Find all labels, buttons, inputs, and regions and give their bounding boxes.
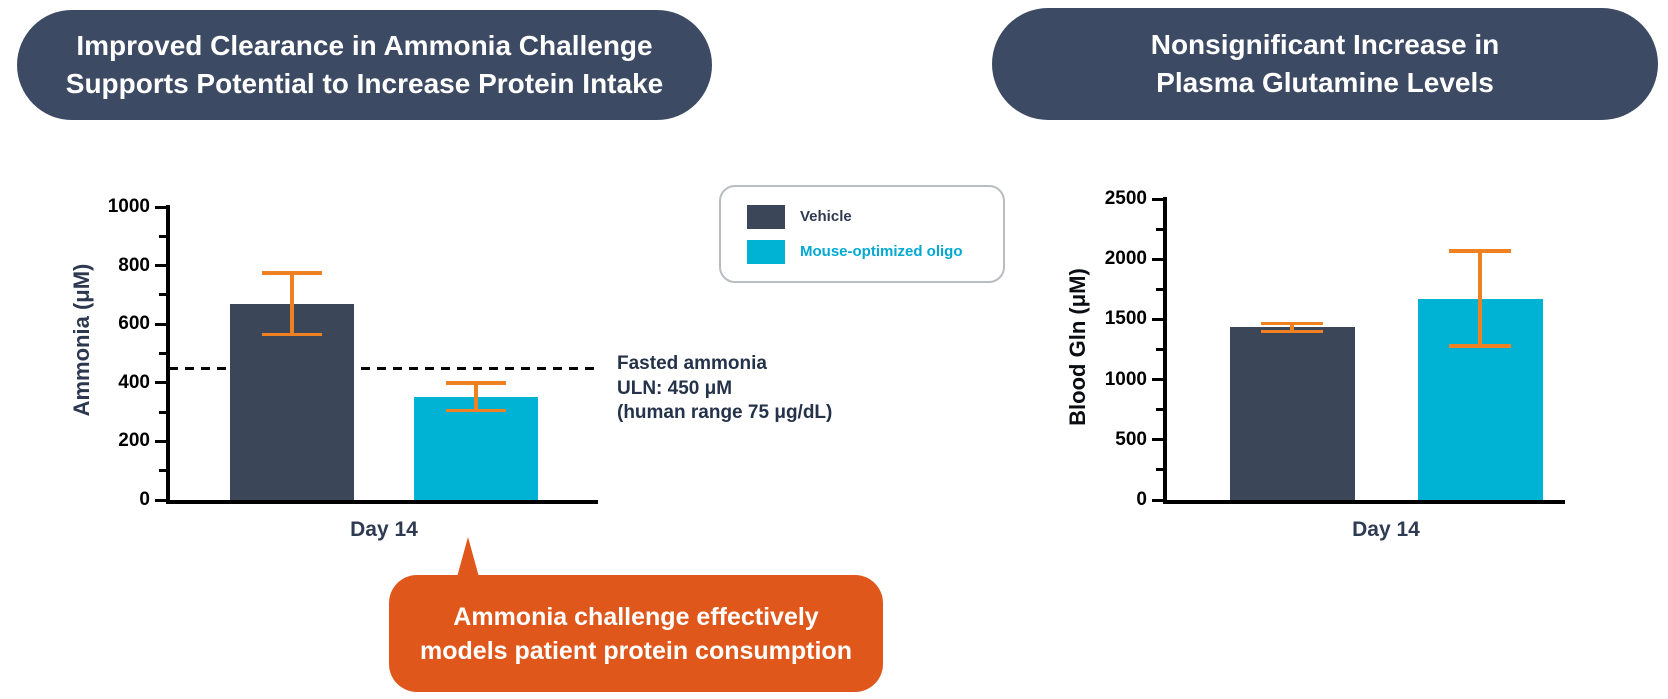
x-axis-line (166, 500, 598, 504)
y-minor-tick (1156, 468, 1163, 472)
uln-annotation: Fasted ammonia ULN: 450 μM (human range … (617, 352, 832, 426)
uln-annotation-line-1: Fasted ammonia (617, 353, 767, 374)
y-tick (155, 322, 166, 326)
y-minor-tick (1156, 408, 1163, 412)
error-bar-cap-top-vehicle (1261, 321, 1323, 326)
y-tick-label: 2500 (1104, 188, 1147, 209)
y-tick (1152, 438, 1163, 442)
legend-item-mouse-optimized-oligo: Mouse-optimized oligo (747, 239, 1003, 264)
y-tick (1152, 257, 1163, 261)
y-minor-tick (1156, 287, 1163, 291)
error-bar-stem-mouse-optimized-oligo (1478, 250, 1482, 346)
vehicle-swatch (747, 204, 785, 229)
error-bar-cap-bottom-vehicle (262, 332, 322, 337)
y-tick (1152, 317, 1163, 321)
y-tick (1152, 498, 1163, 502)
y-tick (155, 498, 166, 502)
y-minor-tick (159, 469, 166, 473)
ammonia-y-axis-label: Ammonia (μM) (69, 263, 94, 417)
error-bar-cap-top-mouse-optimized-oligo (1449, 249, 1511, 253)
y-minor-tick (1156, 227, 1163, 231)
y-minor-tick (159, 410, 166, 414)
bar-vehicle (1229, 326, 1355, 500)
ammonia-x-category-label: Day 14 (350, 518, 418, 541)
y-tick (155, 439, 166, 443)
y-tick (155, 264, 166, 268)
error-bar-stem-vehicle (1290, 323, 1294, 332)
uln-annotation-line-2: ULN: 450 μM (617, 377, 733, 399)
y-minor-tick (1156, 348, 1163, 351)
legend-item-vehicle: Vehicle (747, 204, 1003, 229)
error-bar-cap-bottom-mouse-optimized-oligo (1449, 344, 1511, 348)
y-minor-tick (159, 234, 166, 238)
left-title-pill: Improved Clearance in Ammonia Challenge … (17, 10, 712, 120)
y-tick-label: 500 (1115, 428, 1147, 450)
error-bar-cap-top-mouse-optimized-oligo (446, 381, 506, 385)
callout-bubble: Ammonia challenge effectively models pat… (389, 575, 883, 692)
error-bar-cap-top-vehicle (262, 271, 322, 275)
error-bar-cap-bottom-vehicle (1261, 329, 1323, 334)
mouse-optimized-oligo-swatch (747, 239, 785, 264)
glutamine-x-category-label: Day 14 (1352, 518, 1420, 541)
callout-line-2: models patient protein consumption (420, 636, 852, 665)
y-tick (1152, 378, 1163, 382)
mouse-optimized-oligo-legend-label: Mouse-optimized oligo (800, 243, 963, 260)
y-tick-label: 1000 (107, 196, 150, 217)
y-tick-label: 0 (1136, 489, 1147, 510)
y-axis-line (166, 205, 170, 500)
y-tick (155, 381, 166, 385)
y-axis-line (1163, 197, 1167, 500)
error-bar-stem-vehicle (290, 272, 294, 335)
y-minor-tick (159, 352, 166, 355)
vehicle-legend-label: Vehicle (800, 208, 852, 225)
y-tick-label: 200 (118, 430, 150, 452)
legend: Vehicle Mouse-optimized oligo (719, 185, 1005, 283)
left-title-line-1: Improved Clearance in Ammonia Challenge (76, 30, 653, 61)
uln-dashed-line (169, 366, 598, 370)
error-bar-cap-bottom-mouse-optimized-oligo (446, 408, 506, 413)
error-bar-stem-mouse-optimized-oligo (474, 382, 478, 411)
y-tick (1152, 197, 1163, 201)
y-minor-tick (159, 293, 166, 297)
bar-vehicle (230, 303, 354, 500)
right-title-line-2: Plasma Glutamine Levels (1156, 67, 1494, 98)
callout-pointer-triangle (457, 537, 479, 577)
right-title-line-1: Nonsignificant Increase in (1150, 29, 1500, 60)
callout-line-1: Ammonia challenge effectively (453, 602, 819, 631)
y-tick (155, 205, 166, 209)
bar-mouse-optimized-oligo (1417, 298, 1543, 500)
left-title-line-2: Supports Potential to Increase Protein I… (65, 68, 664, 99)
uln-annotation-line-3: (human range 75 μg/dL) (617, 402, 833, 423)
right-title-pill: Nonsignificant Increase in Plasma Glutam… (992, 8, 1658, 120)
bar-mouse-optimized-oligo (414, 397, 538, 500)
y-tick-label: 0 (139, 489, 150, 510)
x-axis-line (1163, 500, 1565, 504)
blood-gln-y-axis-label: Blood Gln (μM) (1065, 268, 1090, 426)
